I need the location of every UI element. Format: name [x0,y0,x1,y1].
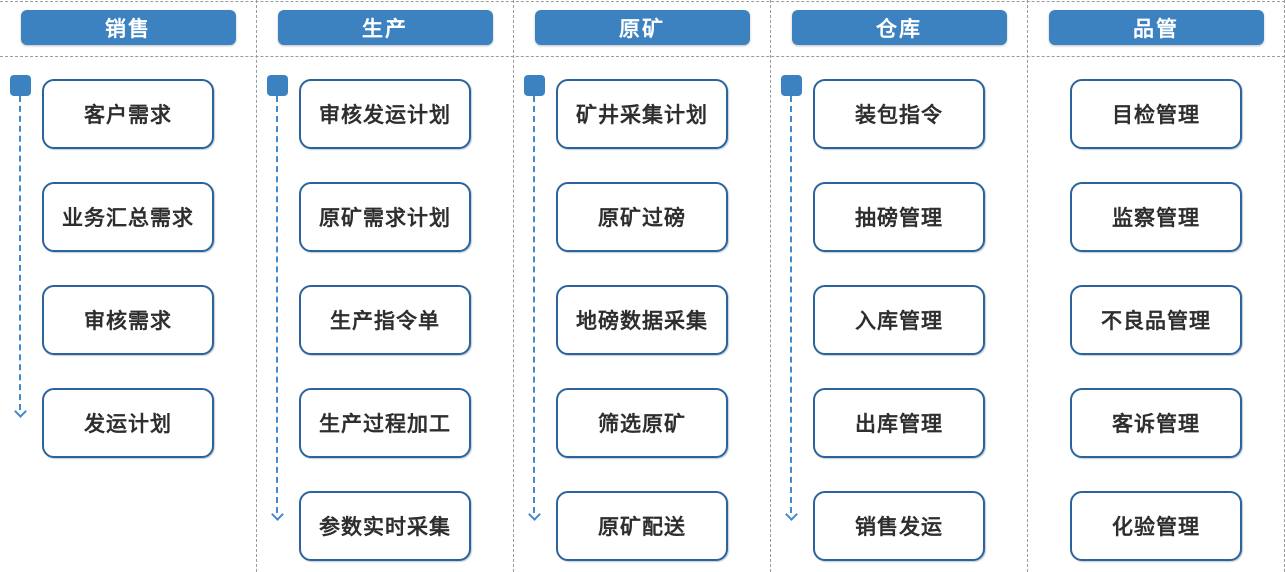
task-box: 业务汇总需求 [42,182,214,252]
task-label: 审核发运计划 [319,104,451,127]
arrow-down-icon [784,508,798,521]
top-dashed-divider [0,1,1285,2]
task-box: 地磅数据采集 [556,285,728,355]
task-box: 销售发运 [813,491,985,561]
arrow-down-icon [13,405,27,418]
task-label: 客户需求 [84,104,172,127]
task-label: 参数实时采集 [319,516,451,539]
task-box: 原矿配送 [556,491,728,561]
department-header: 原矿 [534,10,750,45]
flow-start-square-icon [266,75,288,96]
department-column-5: 品管 目检管理 监察管理 不良品管理 客诉管理 化验管理 [1028,0,1285,572]
task-label: 发运计划 [84,413,172,436]
task-box: 化验管理 [1070,491,1242,561]
task-label: 入库管理 [855,310,943,333]
task-box: 原矿需求计划 [299,182,471,252]
task-label: 化验管理 [1112,516,1200,539]
flow-dashed-line [533,96,535,513]
task-box: 参数实时采集 [299,491,471,561]
task-label: 原矿需求计划 [319,207,451,230]
task-box: 审核需求 [42,285,214,355]
flow-dashed-line [276,96,278,513]
task-label: 矿井采集计划 [576,104,708,127]
task-box: 抽磅管理 [813,182,985,252]
arrow-down-icon [270,508,284,521]
task-box: 筛选原矿 [556,388,728,458]
department-title: 品管 [1133,17,1179,41]
task-box: 装包指令 [813,79,985,149]
task-label: 抽磅管理 [855,207,943,230]
task-box: 出库管理 [813,388,985,458]
task-label: 业务汇总需求 [62,207,194,230]
task-label: 装包指令 [855,104,943,127]
task-label: 生产过程加工 [319,413,451,436]
department-header: 销售 [20,10,236,45]
department-task-list: 矿井采集计划 原矿过磅 地磅数据采集 筛选原矿 原矿配送 [514,79,770,572]
task-label: 地磅数据采集 [576,310,708,333]
flow-arrow [9,75,31,418]
task-box: 入库管理 [813,285,985,355]
task-label: 监察管理 [1112,207,1200,230]
flow-start-square-icon [9,75,31,96]
flow-dashed-line [19,96,21,410]
flow-arrow [780,75,802,521]
department-column-2: 生产 审核发运计划 原矿需求计划 生产指令单 生产过程加工 参数实时采集 [257,0,514,572]
department-task-list: 装包指令 抽磅管理 入库管理 出库管理 销售发运 [771,79,1027,572]
task-label: 生产指令单 [330,310,440,333]
department-header: 品管 [1048,10,1264,45]
task-label: 审核需求 [84,310,172,333]
task-label: 筛选原矿 [598,413,686,436]
task-label: 出库管理 [855,413,943,436]
department-header: 仓库 [791,10,1007,45]
task-box: 原矿过磅 [556,182,728,252]
task-box: 不良品管理 [1070,285,1242,355]
flow-arrow [266,75,288,521]
task-label: 销售发运 [855,516,943,539]
task-label: 原矿配送 [598,516,686,539]
task-box: 监察管理 [1070,182,1242,252]
task-box: 发运计划 [42,388,214,458]
task-box: 客户需求 [42,79,214,149]
department-column-4: 仓库 装包指令 抽磅管理 入库管理 出库管理 销售发运 [771,0,1028,572]
task-label: 客诉管理 [1112,413,1200,436]
task-box: 矿井采集计划 [556,79,728,149]
task-box: 生产过程加工 [299,388,471,458]
department-title: 仓库 [876,17,922,41]
flow-arrow [523,75,545,521]
department-task-list: 客户需求 业务汇总需求 审核需求 发运计划 [0,79,256,491]
department-task-list: 目检管理 监察管理 不良品管理 客诉管理 化验管理 [1028,79,1284,572]
flow-start-square-icon [523,75,545,96]
arrow-down-icon [527,508,541,521]
department-title: 生产 [362,17,408,41]
department-task-list: 审核发运计划 原矿需求计划 生产指令单 生产过程加工 参数实时采集 [257,79,513,572]
department-column-1: 销售 客户需求 业务汇总需求 审核需求 发运计划 [0,0,257,572]
flow-dashed-line [790,96,792,513]
task-box: 审核发运计划 [299,79,471,149]
task-label: 目检管理 [1112,104,1200,127]
department-column-3: 原矿 矿井采集计划 原矿过磅 地磅数据采集 筛选原矿 原矿配送 [514,0,771,572]
header-dashed-divider [0,56,1285,57]
task-label: 原矿过磅 [598,207,686,230]
flow-start-square-icon [780,75,802,96]
department-title: 原矿 [619,17,665,41]
department-title: 销售 [105,17,151,41]
task-box: 客诉管理 [1070,388,1242,458]
department-header: 生产 [277,10,493,45]
task-label: 不良品管理 [1101,310,1211,333]
task-box: 生产指令单 [299,285,471,355]
task-box: 目检管理 [1070,79,1242,149]
